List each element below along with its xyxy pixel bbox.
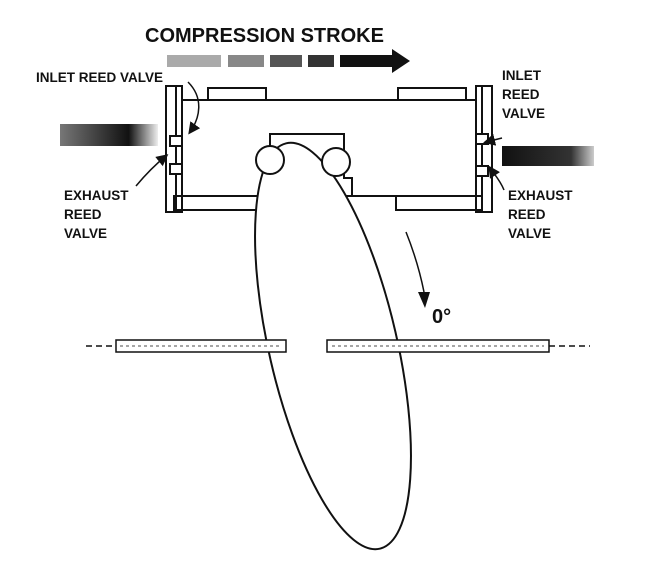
exhaust-right-leader — [488, 165, 505, 191]
inlet-right-leader — [483, 133, 503, 146]
inlet-left-leader — [187, 81, 201, 135]
stroke-direction-arrow-icon — [167, 49, 410, 73]
exhaust-reed-valve-right-line1: EXHAUST — [508, 188, 573, 203]
intake-flow-arrow-icon — [60, 124, 158, 146]
angle-label: 0° — [432, 306, 451, 328]
exhaust-reed-valve-left-line2: REED — [64, 207, 102, 222]
exhaust-flow-arrow-icon — [502, 146, 594, 166]
piston-ball-left — [255, 145, 285, 175]
rotation-arrow-icon — [405, 231, 430, 308]
inlet-reed-valve-left-label: INLET REED VALVE — [36, 70, 163, 85]
inlet-reed-valve-right-line1: INLET — [502, 68, 542, 83]
piston-ball-right — [321, 147, 351, 177]
drive-shaft — [86, 339, 590, 353]
inlet-reed-valve-right-line3: VALVE — [502, 106, 545, 121]
inlet-reed-valve-right-line2: REED — [502, 87, 540, 102]
exhaust-reed-valve-right-line2: REED — [508, 207, 546, 222]
exhaust-reed-valve-right-line3: VALVE — [508, 226, 551, 241]
exhaust-reed-valve-left-line3: VALVE — [64, 226, 107, 241]
left-head-plate — [165, 85, 183, 213]
exhaust-left-leader — [135, 154, 169, 187]
right-head-plate — [475, 85, 493, 213]
exhaust-reed-valve-left-line1: EXHAUST — [64, 188, 129, 203]
diagram-title: COMPRESSION STROKE — [145, 25, 384, 47]
